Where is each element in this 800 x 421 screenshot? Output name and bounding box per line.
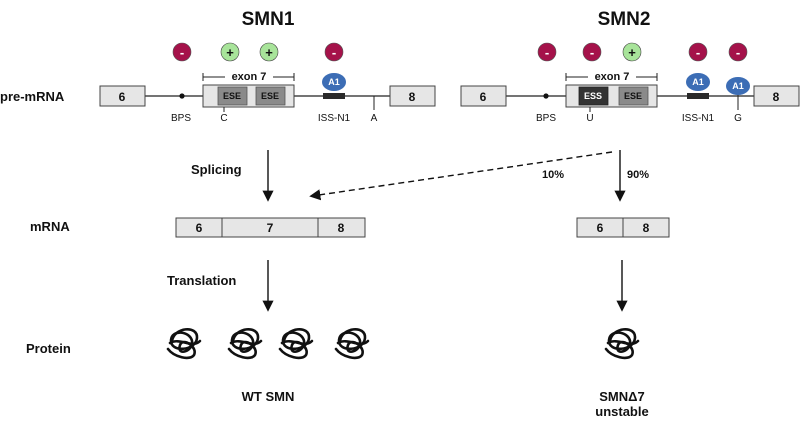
- wt-smn-protein-1: [166, 327, 202, 360]
- smn1-mrna-exon8: [317, 217, 366, 238]
- smn2-pre-mrna: 6 ESS ESE exon 7 8 BPS U A1 ISS-N1 A1 G: [460, 42, 800, 124]
- wt-smn-caption: WT SMN: [242, 389, 295, 404]
- smn1-exon6: [99, 85, 146, 107]
- wt-smn-protein-3: [278, 327, 314, 360]
- smn2-ess: [578, 86, 609, 106]
- smn1-ese-1-label: ESE: [223, 91, 241, 101]
- svg-text:6: 6: [196, 221, 203, 235]
- svg-text:-: -: [590, 45, 594, 60]
- wt-smn-protein-2: [227, 327, 263, 360]
- smn1-exon8: [389, 85, 436, 107]
- smn2-exon8: [753, 85, 800, 107]
- svg-text:+: +: [226, 45, 234, 60]
- smn2-ese: [618, 86, 649, 106]
- mrna-label: mRNA: [30, 219, 70, 234]
- smn2-bps-dot: [543, 93, 549, 99]
- unstable-caption: unstable: [595, 404, 648, 419]
- smn2-exon6-label: 6: [480, 90, 487, 104]
- smn2-mrna: 6 8: [576, 217, 670, 238]
- protein-label: Protein: [26, 341, 71, 356]
- smn2-mrna-exon8: [622, 217, 670, 238]
- translation-label: Translation: [167, 273, 236, 288]
- smn2-sign-neg-2: -: [582, 42, 602, 62]
- smn1-exon6-label: 6: [119, 90, 126, 104]
- pre-mrna-label: pre-mRNA: [0, 89, 65, 104]
- smn2-a1-protein-2: [726, 77, 750, 95]
- smn2-iss-n1-label: ISS-N1: [682, 113, 715, 124]
- smn2-sign-neg-4: -: [728, 42, 748, 62]
- smn1-a-label: A: [371, 113, 378, 124]
- smn2-sign-pos-1: +: [622, 42, 642, 62]
- smn1-bps-dot: [179, 93, 185, 99]
- smn1-sign-neg-1: -: [172, 42, 192, 62]
- smn2-sign-neg-3: -: [688, 42, 708, 62]
- smn1-pre-mrna: 6 ESE ESE exon 7 8 BPS C A1 ISS-N1 A -: [99, 42, 436, 124]
- smn1-mrna: 6 7 8: [175, 217, 366, 238]
- smn2-g-label: G: [734, 113, 742, 124]
- splicing-label: Splicing: [191, 162, 242, 177]
- smn1-c-label: C: [220, 113, 227, 124]
- smn2-title: SMN2: [598, 9, 651, 30]
- svg-text:-: -: [332, 45, 336, 60]
- smn2-exon7-label: exon 7: [595, 71, 630, 83]
- smn2-splicing-arrow-minor: [309, 151, 613, 201]
- smn1-exon8-label: 8: [409, 90, 416, 104]
- smn2-a1-protein-1: [686, 73, 710, 91]
- smn1-title: SMN1: [242, 9, 295, 30]
- smn1-ese-1: [217, 86, 248, 106]
- smn2-sign-neg-1: -: [537, 42, 557, 62]
- svg-text:7: 7: [267, 221, 274, 235]
- major-percentage: 90%: [627, 169, 649, 181]
- smn1-sign-neg-2: -: [324, 42, 344, 62]
- svg-text:8: 8: [643, 221, 650, 235]
- svg-text:-: -: [696, 45, 700, 60]
- smn1-a1-protein: [322, 73, 346, 91]
- wt-smn-protein-4: [334, 327, 370, 360]
- svg-text:+: +: [265, 45, 273, 60]
- smn2-ess-label: ESS: [584, 91, 602, 101]
- smn2-iss-n1-box: [687, 93, 709, 99]
- smn1-sign-pos-2: +: [259, 42, 279, 62]
- smn2-exon6: [460, 85, 507, 107]
- smn2-u-label: U: [586, 113, 593, 124]
- smn1-ese-2-label: ESE: [261, 91, 279, 101]
- smn-delta7-protein: [604, 327, 640, 360]
- svg-text:-: -: [736, 45, 740, 60]
- smn1-bps-label: BPS: [171, 113, 191, 124]
- smn1-sign-pos-1: +: [220, 42, 240, 62]
- svg-text:6: 6: [597, 221, 604, 235]
- smn2-exon8-label: 8: [773, 90, 780, 104]
- smn-delta7-caption: SMNΔ7: [599, 389, 644, 404]
- smn1-iss-n1-box: [323, 93, 345, 99]
- svg-text:8: 8: [338, 221, 345, 235]
- smn2-a1-label-1: A1: [692, 77, 704, 87]
- svg-text:-: -: [545, 45, 549, 60]
- smn2-ese-label: ESE: [624, 91, 642, 101]
- smn1-exon7-label: exon 7: [232, 71, 267, 83]
- smn1-iss-n1-label: ISS-N1: [318, 113, 351, 124]
- svg-text:-: -: [180, 45, 184, 60]
- smn2-bps-label: BPS: [536, 113, 556, 124]
- minor-percentage: 10%: [542, 169, 564, 181]
- svg-text:+: +: [628, 45, 636, 60]
- smn2-a1-label-2: A1: [732, 81, 744, 91]
- smn1-ese-2: [255, 86, 286, 106]
- smn1-a1-label: A1: [328, 77, 340, 87]
